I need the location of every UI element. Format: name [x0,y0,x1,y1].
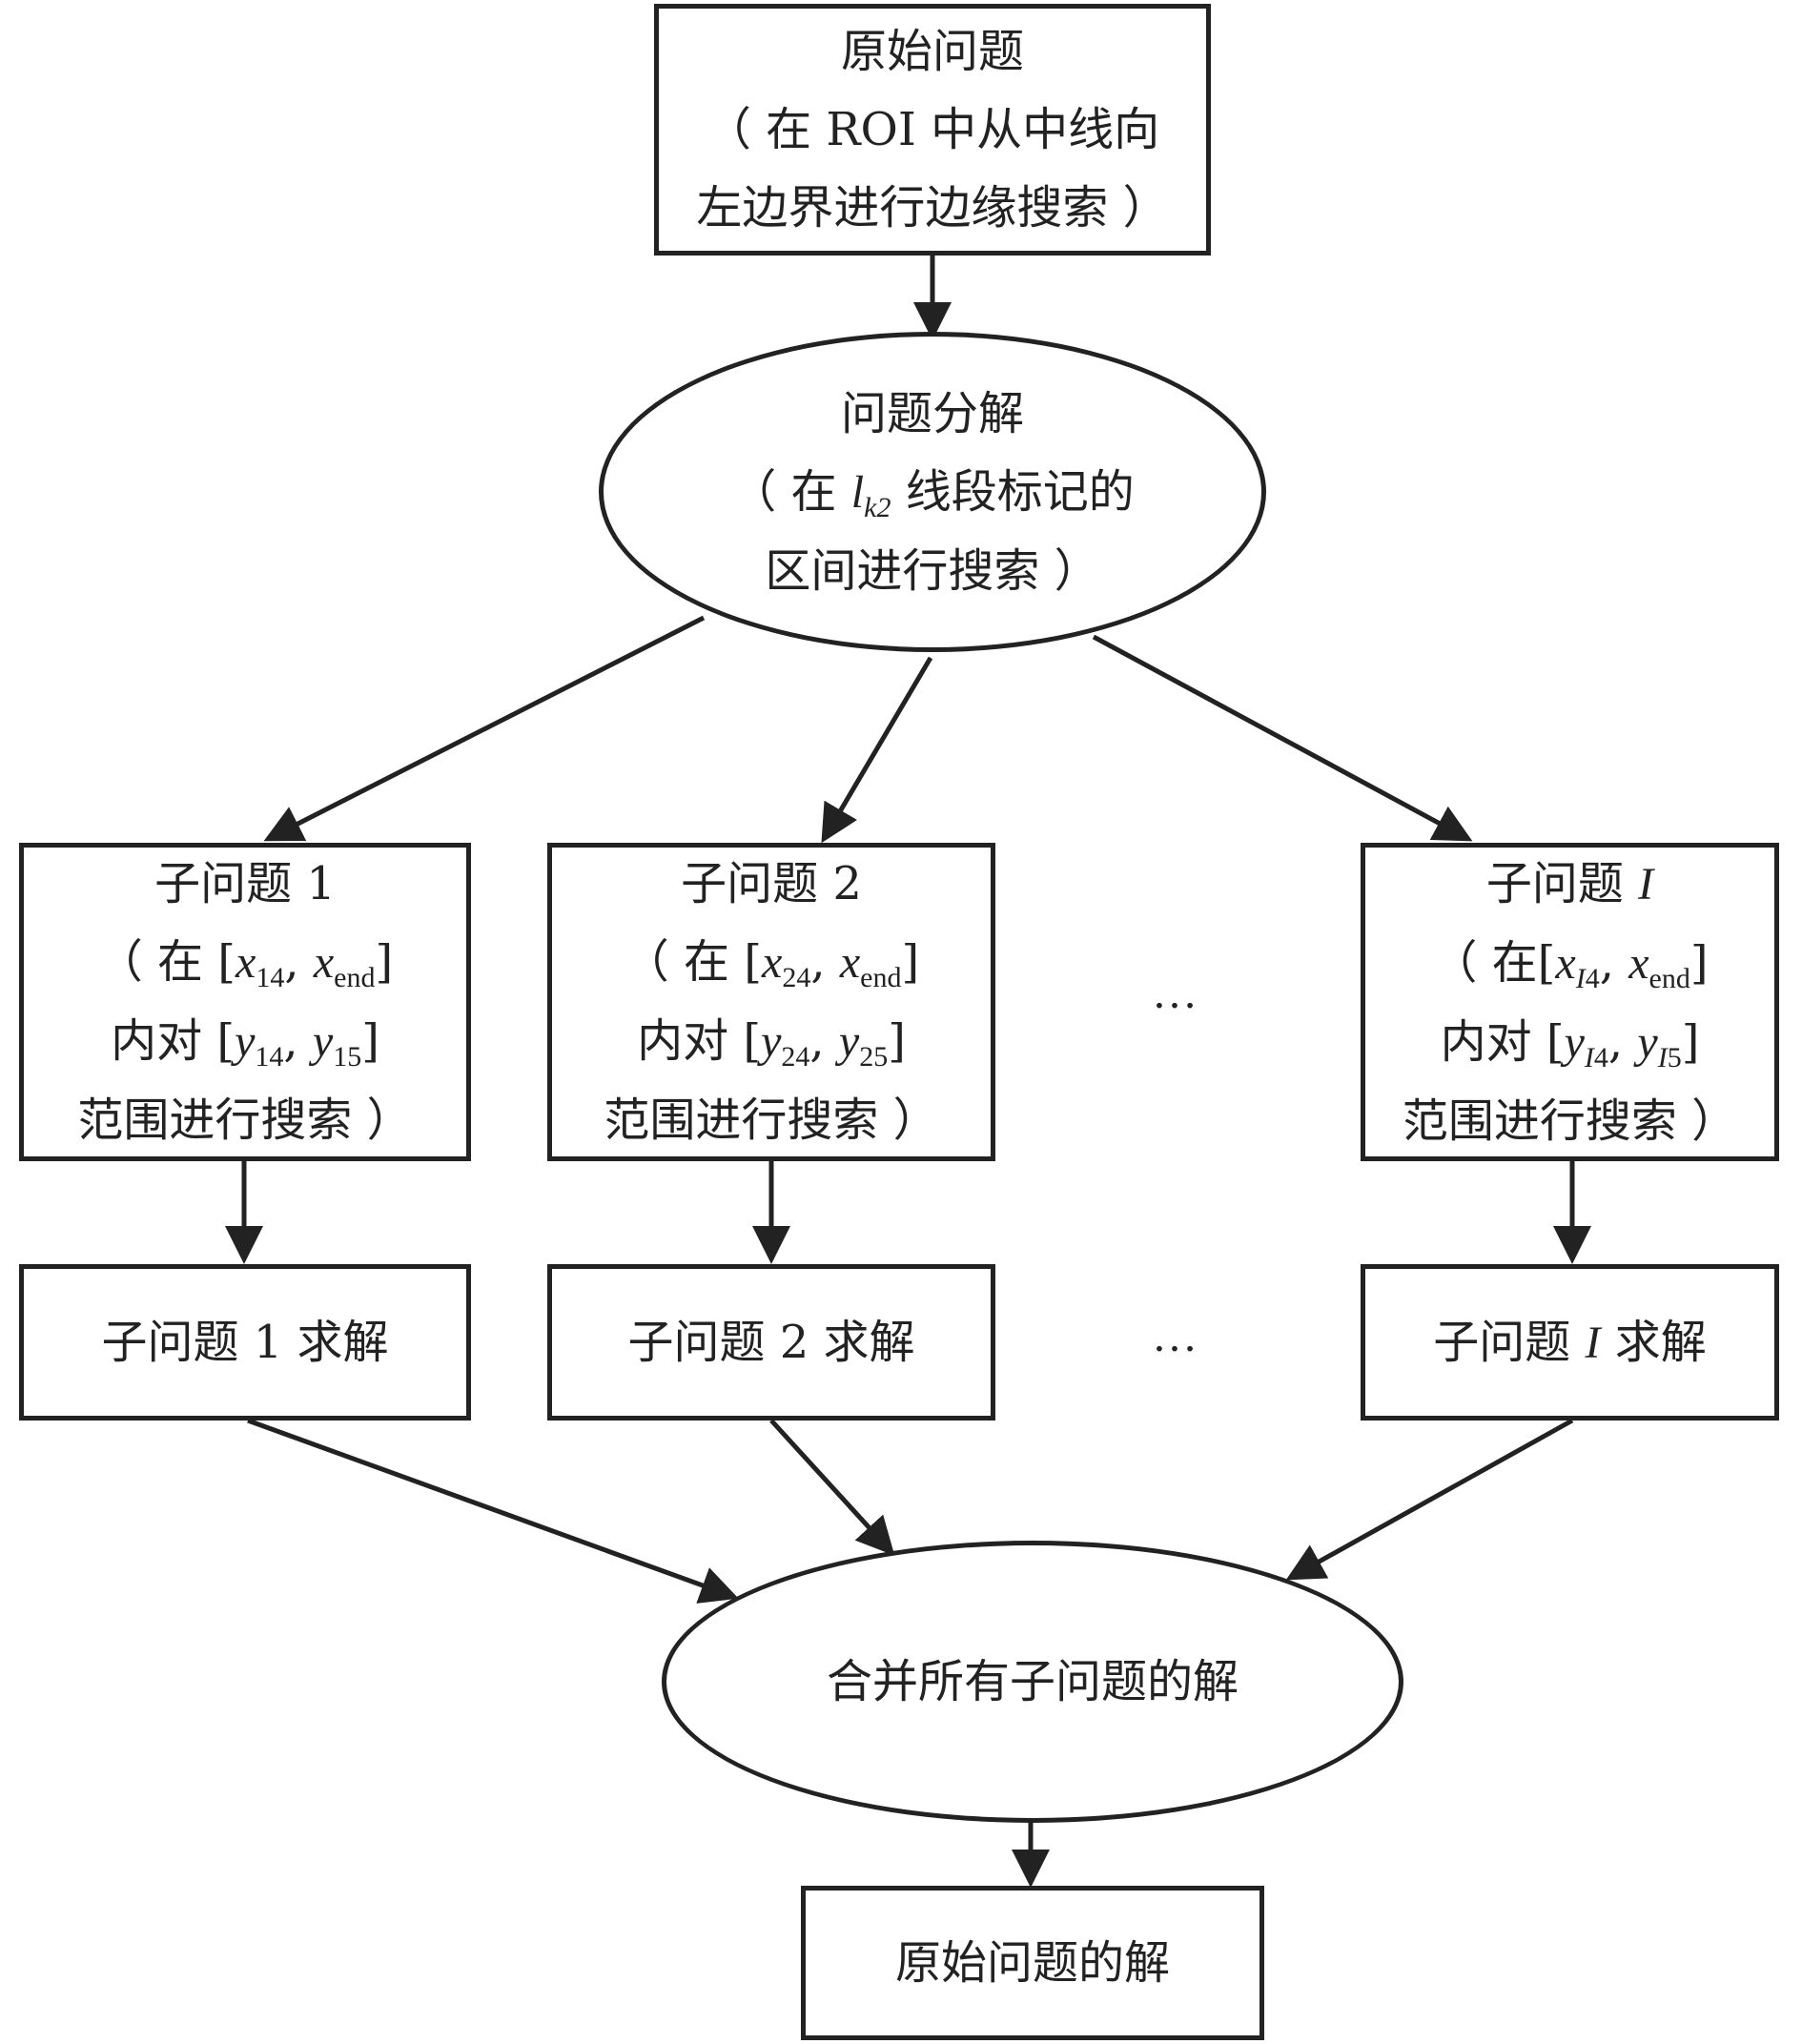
decomposition-var-sub: k2 [864,491,891,523]
subI-l3-s2-num: 5 [1667,1041,1682,1073]
sub2-l3-s2: 25 [859,1041,889,1073]
decomposition-var-l: l [850,466,865,518]
subI-l3-s2: I5 [1658,1042,1682,1073]
subproblem-I-title: 子问题 I [1486,845,1653,924]
subproblem-1-line2: （ 在 [x14, xend] [97,923,393,1002]
edge-decompose-to-subI [1092,634,1473,842]
subI-l3-s1: I4 [1585,1042,1608,1073]
sub2-l3-post: ] [888,1014,906,1068]
sub2-l3-mid: , [809,1014,839,1068]
sub2-l2-mid: , [810,935,840,989]
subproblem-I-line4: 范围进行搜索 ） [1402,1094,1738,1148]
subI-l2-x2: x [1628,937,1649,989]
node-solve-subproblem-I: 子问题 I 求解 [1361,1264,1779,1421]
subproblem-1-title: 子问题 1 [154,857,336,910]
node-original-problem: 原始问题 （ 在 ROI 中从中线向 左边界进行边缘搜索 ） [654,4,1211,256]
subI-l2-x1: x [1555,937,1576,989]
subI-l2-post: ] [1689,935,1709,990]
sub1-l3-mid: , [283,1014,313,1068]
edge-solve1-to-merge [247,1418,739,1604]
sub1-l2-pre: （ 在 [ [96,935,236,989]
sub1-l3-s1: 14 [255,1041,284,1073]
subI-l3-s1-num: 4 [1593,1041,1608,1073]
edge-solve2-to-merge [769,1419,895,1556]
solve-I-post: 求解 [1600,1315,1707,1369]
node-subproblem-I: 子问题 I （ 在[xI4, xend] 内对 [yI4, yI5] 范围进行搜… [1361,843,1779,1161]
sub2-l2-x2: x [839,937,861,988]
sub1-l3-y2: y [312,1016,334,1067]
node-subproblem-2: 子问题 2 （ 在 [x24, xend] 内对 [y24, y25] 范围进行… [547,843,995,1161]
subproblem-2-line2: （ 在 [x24, xend] [624,923,919,1002]
subI-title-pre: 子问题 [1485,856,1639,910]
subI-l3-pre: 内对 [ [1440,1014,1565,1069]
sub1-l2-s2: end [334,962,376,993]
solve-subproblem-2-label: 子问题 2 求解 [627,1316,915,1369]
subproblem-2-line4: 范围进行搜索 ） [604,1094,939,1147]
original-problem-line3: 左边界进行边缘搜索 ） [696,181,1169,235]
subI-l3-y2: y [1637,1016,1658,1068]
merge-solutions-label: 合并所有子问题的解 [826,1655,1239,1708]
sub1-l2-mid: , [284,935,314,989]
original-problem-title: 原始问题 [840,25,1024,78]
subproblem-1-line4: 范围进行搜索 ） [77,1094,413,1147]
sub2-l3-y1: y [761,1016,782,1067]
edge-decompose-to-sub1 [263,615,706,842]
node-solve-subproblem-1: 子问题 1 求解 [19,1264,471,1421]
decomposition-title: 问题分解 [840,386,1024,440]
sub2-l3-s1: 24 [781,1041,810,1073]
node-solve-subproblem-2: 子问题 2 求解 [547,1264,995,1421]
subI-l3-s1-var: I [1584,1041,1594,1073]
edge-decompose-to-sub2 [821,656,933,844]
subproblem-2-title: 子问题 2 [681,857,862,910]
subI-l3-y1: y [1564,1016,1585,1068]
solve-subproblem-1-label: 子问题 1 求解 [101,1316,389,1369]
subI-l2-mid: , [1599,935,1629,990]
subI-title-var: I [1638,858,1654,910]
solve-I-var: I [1585,1317,1601,1368]
ellipsis-solutions: … [1152,1311,1201,1361]
subI-l2-s1-num: 4 [1585,962,1600,994]
solve-subproblem-I-label: 子问题 I 求解 [1433,1314,1707,1372]
sub1-l2-s1: 14 [256,962,285,993]
sub1-l3-s2: 15 [333,1041,362,1073]
sub1-l2-post: ] [375,935,394,989]
subproblem-1-line3: 内对 [y14, y15] [111,1002,379,1081]
subI-l2-pre: （ 在[ [1431,935,1556,990]
subI-l3-s2-var: I [1657,1041,1668,1073]
decomposition-line2: （ 在 lk2 线段标记的 [730,453,1134,532]
subproblem-2-line3: 内对 [y24, y25] [637,1002,906,1081]
solve-I-pre: 子问题 [1433,1315,1586,1369]
sub2-l2-post: ] [901,935,920,989]
sub2-l3-pre: 内对 [ [637,1014,762,1068]
edge-solveI-to-merge [1285,1418,1574,1581]
ellipsis-subproblems: … [1152,968,1201,1018]
decomposition-line3: 区间进行搜索 ） [765,543,1100,598]
subproblem-I-line2: （ 在[xI4, xend] [1431,924,1708,1003]
original-solution-label: 原始问题的解 [894,1936,1170,1990]
node-subproblem-1: 子问题 1 （ 在 [x14, xend] 内对 [y14, y15] 范围进行… [19,843,471,1161]
sub1-l2-x1: x [235,937,256,988]
subI-l3-mid: , [1607,1014,1638,1069]
sub1-l2-x2: x [313,937,335,988]
original-problem-line2: （ 在 ROI 中从中线向 [705,103,1160,156]
sub1-l3-y1: y [235,1016,256,1067]
sub2-l2-s2: end [860,962,902,993]
sub2-l2-x1: x [762,937,783,988]
sub2-l2-s1: 24 [782,962,811,993]
sub2-l2-pre: （ 在 [ [623,935,763,989]
node-problem-decomposition: 问题分解 （ 在 lk2 线段标记的 区间进行搜索 ） [599,332,1266,652]
sub2-l3-y2: y [838,1016,860,1067]
node-original-solution: 原始问题的解 [801,1886,1264,2040]
node-merge-solutions: 合并所有子问题的解 [662,1541,1403,1823]
sub1-l3-post: ] [361,1014,379,1068]
decomposition-line2-post: 线段标记的 [891,464,1135,519]
decomposition-line2-pre: （ 在 [730,464,851,519]
subproblem-I-line3: 内对 [yI4, yI5] [1441,1003,1700,1082]
subI-l3-post: ] [1681,1014,1700,1069]
sub1-l3-pre: 内对 [ [111,1014,235,1068]
subI-l2-s1: I4 [1576,963,1600,994]
subI-l2-s2: end [1648,962,1690,994]
subI-l2-s1-var: I [1575,962,1586,994]
